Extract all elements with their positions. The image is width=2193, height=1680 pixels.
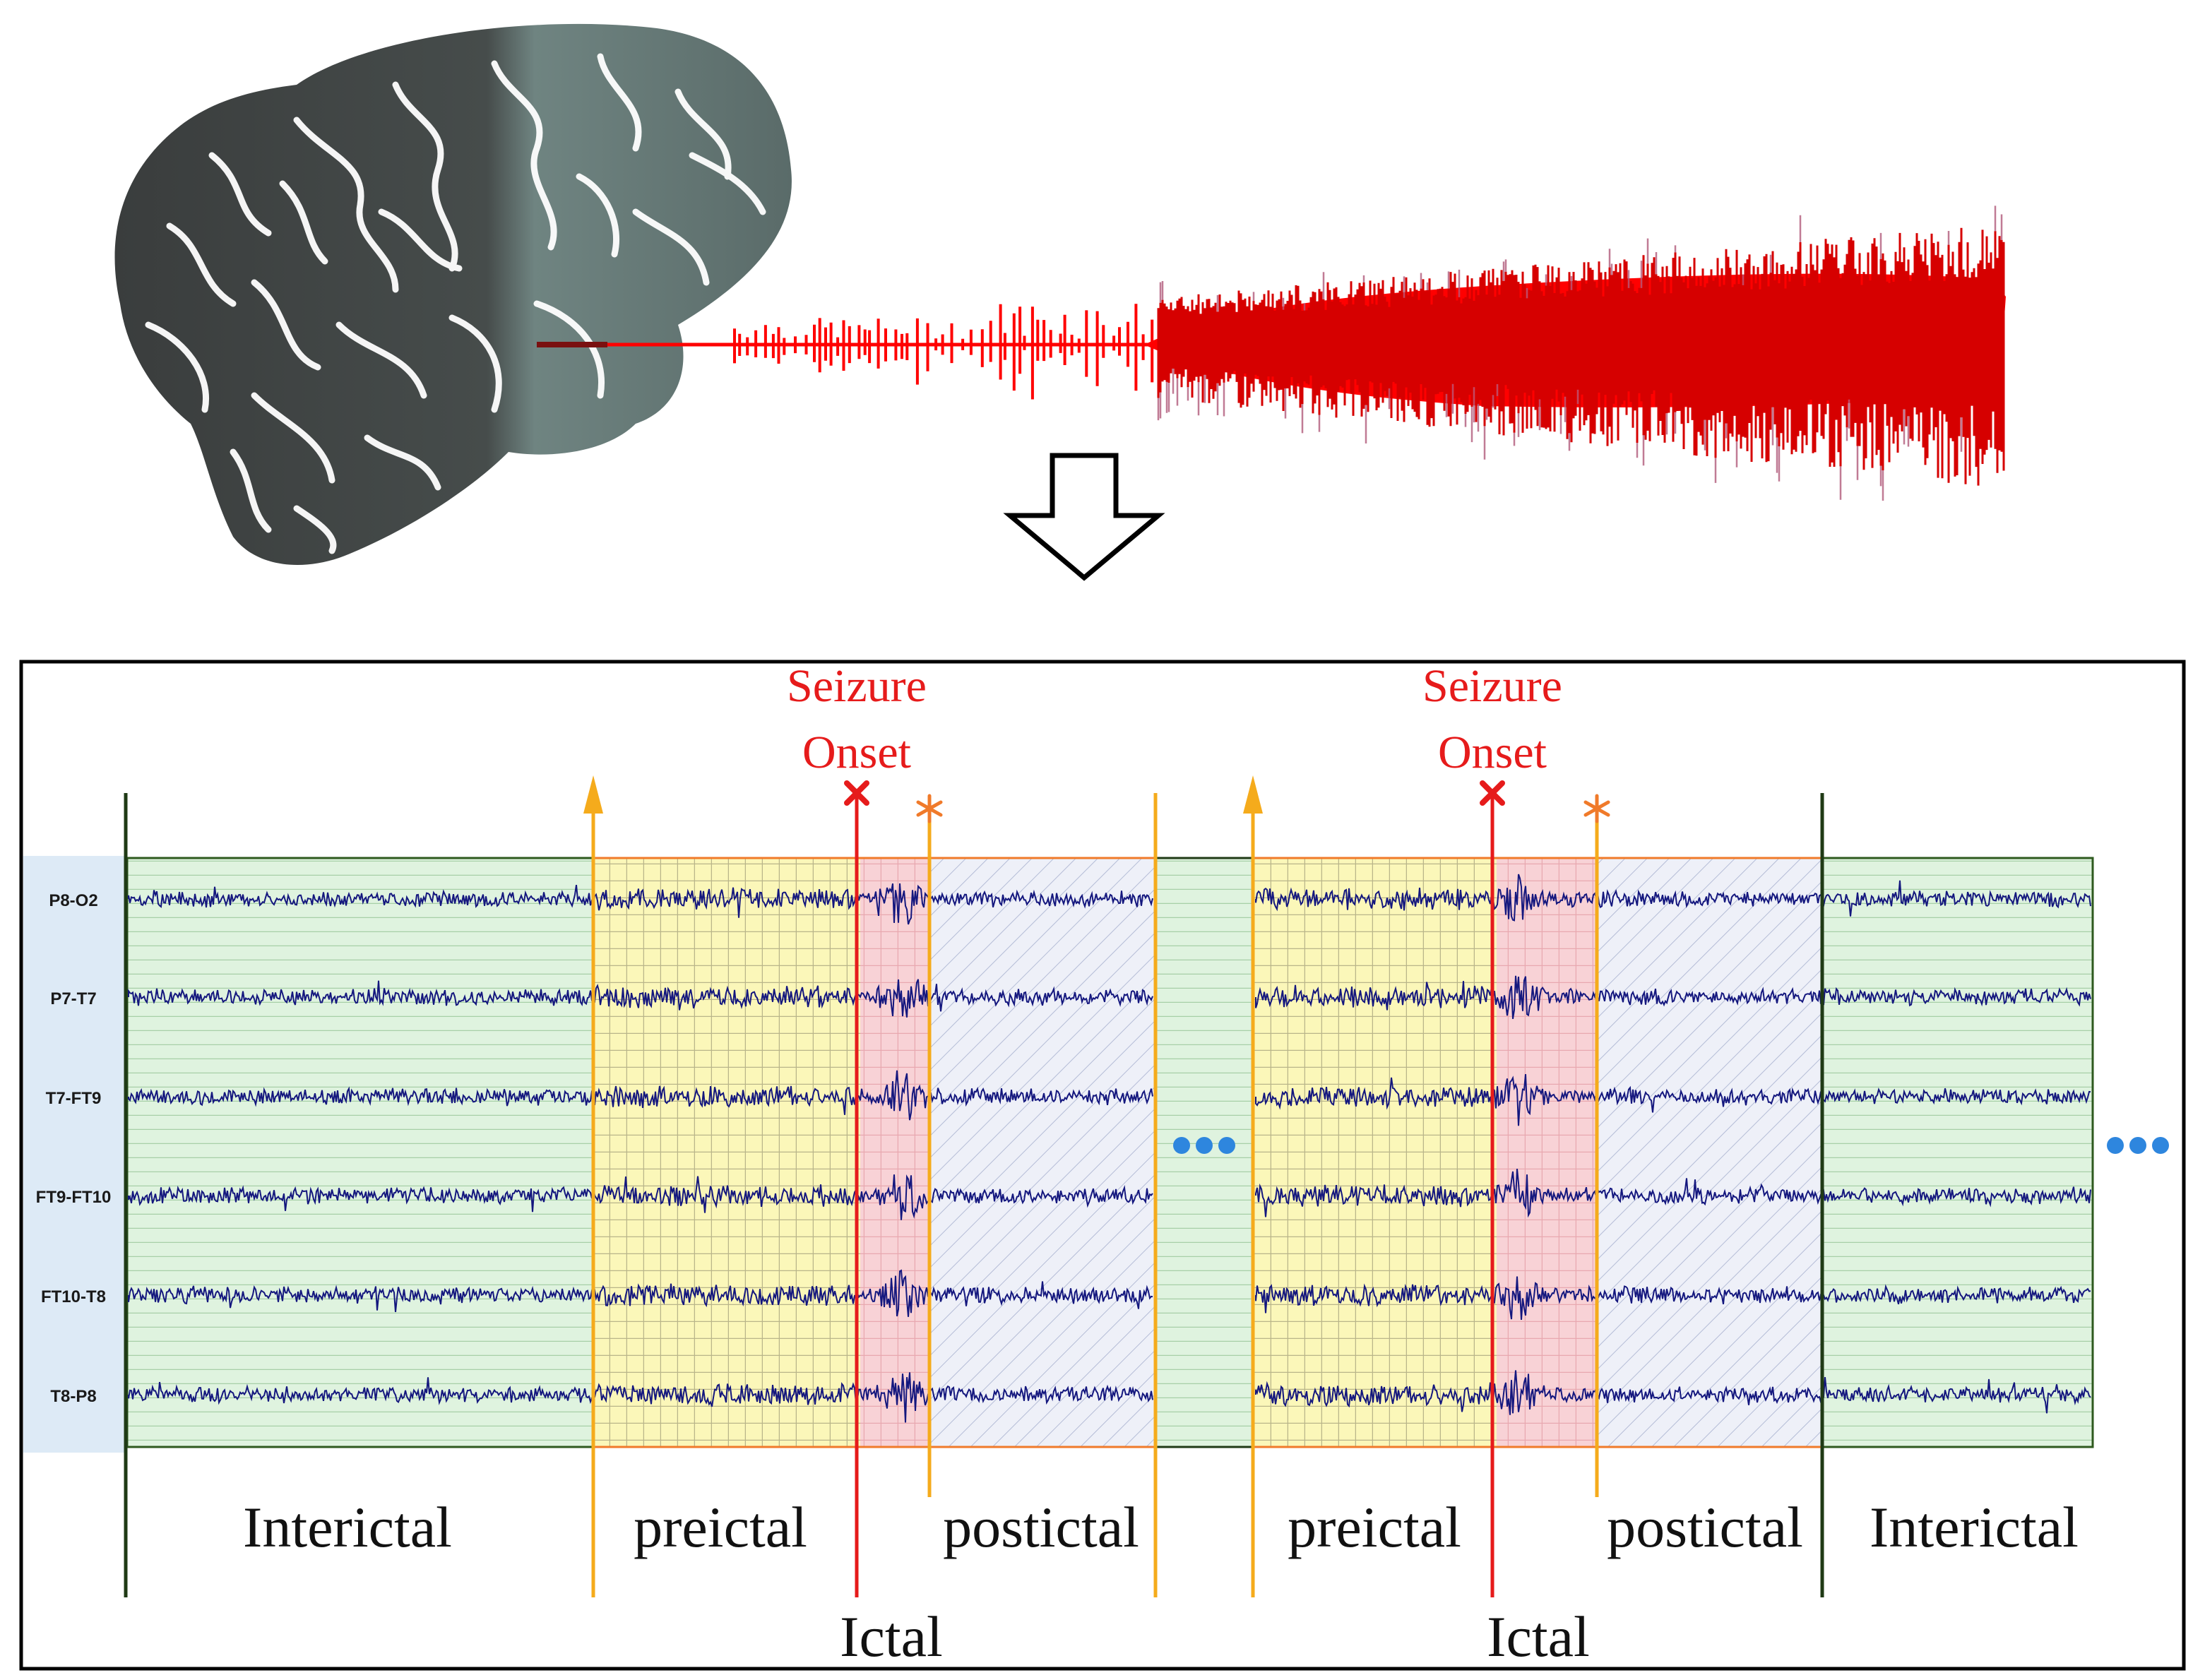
- eeg-trace: [128, 1372, 1153, 1423]
- ictal-region-1: [860, 858, 931, 1447]
- eeg-trace: [128, 1070, 1153, 1121]
- seizure-onset-label-2: Seizure: [1422, 660, 1562, 712]
- arrow-up-icon: [583, 775, 603, 814]
- eeg-trace: [1255, 1276, 2091, 1320]
- seizure-onset-label-1: Seizure: [787, 660, 927, 712]
- ellipsis-icon: [1173, 1137, 1235, 1154]
- brain-illustration: [114, 23, 792, 566]
- star-icon: [916, 794, 943, 823]
- postictal-region-1: [931, 858, 1155, 1447]
- eeg-trace: [1255, 1370, 2091, 1415]
- eeg-trace: [128, 1174, 1153, 1220]
- phase-label-ictal-2: Ictal: [1487, 1604, 1590, 1669]
- channel-label: T8-P8: [50, 1387, 96, 1406]
- ictal-region-2: [1497, 858, 1597, 1447]
- seizure-onset-label-2-line2: Onset: [1438, 727, 1547, 778]
- eeg-trace: [128, 1269, 1153, 1317]
- eeg-trace: [128, 979, 1153, 1018]
- postictal-region-2: [1597, 858, 1822, 1447]
- ellipsis-icon: [2107, 1137, 2169, 1154]
- interictal-region-1: [127, 858, 593, 1447]
- x-mark-icon: [844, 780, 869, 806]
- phase-label-preictal-2: preictal: [1288, 1495, 1461, 1559]
- phase-label-postictal-2: postictal: [1607, 1495, 1803, 1559]
- eeg-trace: [128, 883, 1153, 925]
- eeg-trace: [1255, 975, 2091, 1019]
- channel-label: FT9-FT10: [36, 1188, 112, 1207]
- eeg-trace: [1255, 1074, 2091, 1126]
- star-icon: [1583, 794, 1610, 823]
- eeg-trace: [1255, 874, 2091, 922]
- preictal-region-2: [1253, 858, 1497, 1447]
- x-mark-icon: [1480, 780, 1505, 806]
- phase-label-interictal-1: Interictal: [243, 1495, 452, 1559]
- channel-label: P8-O2: [49, 891, 97, 910]
- phase-label-postictal-1: postictal: [943, 1495, 1139, 1559]
- channel-label: FT10-T8: [41, 1287, 106, 1306]
- phase-label-interictal-2: Interictal: [1870, 1495, 2079, 1559]
- channel-label: T7-FT9: [46, 1089, 102, 1108]
- phase-label-ictal-1: Ictal: [840, 1604, 943, 1669]
- phase-label-preictal-1: preictal: [634, 1495, 807, 1559]
- eeg-trace-group: [128, 874, 2091, 1423]
- interictal-region-2: [1822, 858, 2093, 1447]
- arrow-up-icon: [1243, 775, 1263, 814]
- eeg-trace: [1255, 1169, 2091, 1218]
- channel-label: P7-T7: [50, 989, 96, 1008]
- preictal-region-1: [593, 858, 860, 1447]
- seizure-onset-label-1-line2: Onset: [802, 727, 911, 778]
- seizure-signal-trace: [537, 205, 2006, 501]
- down-arrow-icon: [1003, 453, 1165, 581]
- channel-label-panel: [23, 856, 124, 1453]
